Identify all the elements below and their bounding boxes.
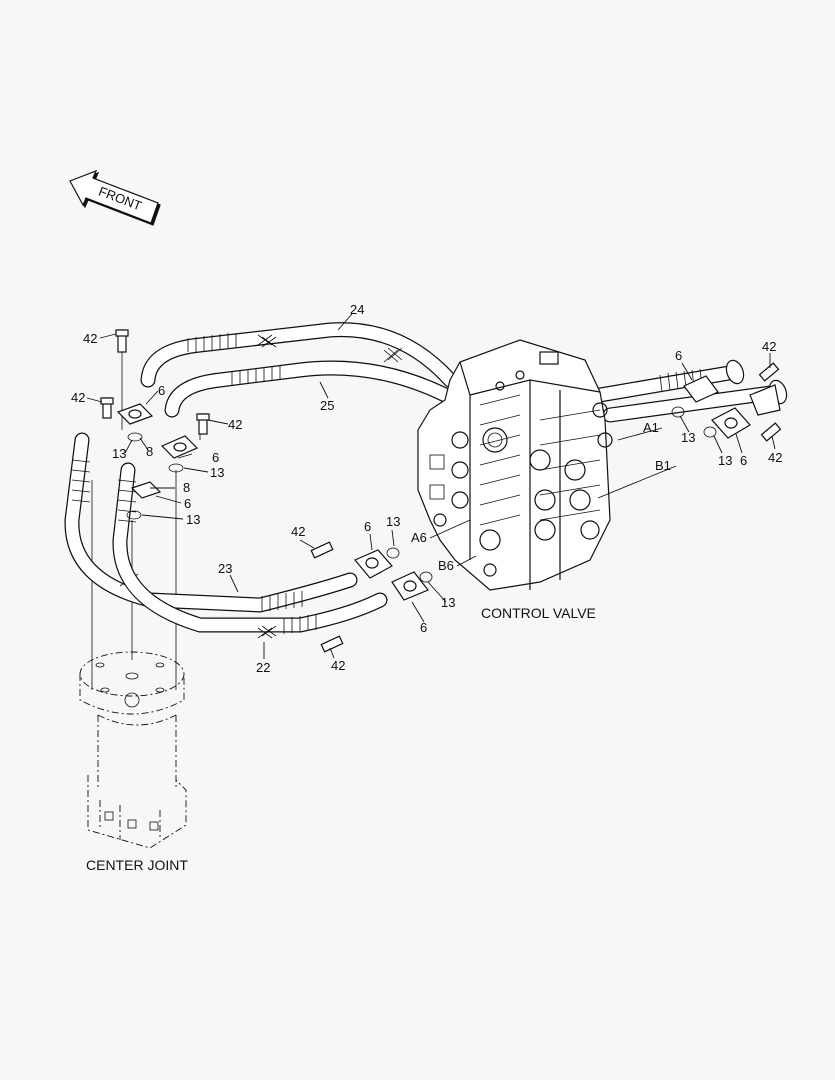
flange-right bbox=[671, 375, 751, 439]
callout-6-e: 6 bbox=[420, 620, 427, 635]
callout-8-a: 8 bbox=[146, 444, 153, 459]
flange-center-lower bbox=[391, 571, 433, 601]
bolt-42-b bbox=[100, 397, 114, 419]
callout-13-e: 13 bbox=[441, 595, 455, 610]
callout-13-a: 13 bbox=[112, 446, 126, 461]
bolt-42-d bbox=[310, 541, 334, 559]
callout-42-a: 42 bbox=[83, 331, 97, 346]
callout-6-a: 6 bbox=[158, 383, 165, 398]
callout-13-f: 13 bbox=[681, 430, 695, 445]
hose-24 bbox=[140, 322, 458, 388]
callout-B6: B6 bbox=[438, 558, 454, 573]
bolt-42-a bbox=[115, 329, 129, 353]
callout-6-d: 6 bbox=[364, 519, 371, 534]
callout-23: 23 bbox=[218, 561, 232, 576]
callout-8-b: 8 bbox=[183, 480, 190, 495]
hose-22 bbox=[112, 462, 388, 639]
bolt-42-f bbox=[758, 362, 780, 382]
callout-42-g: 42 bbox=[768, 450, 782, 465]
callout-6-c: 6 bbox=[184, 496, 191, 511]
callout-42-e: 42 bbox=[331, 658, 345, 673]
callout-42-b: 42 bbox=[71, 390, 85, 405]
callout-25: 25 bbox=[320, 398, 334, 413]
callouts: 24 25 23 22 42 42 42 42 42 42 42 6 6 6 6… bbox=[71, 302, 782, 675]
front-arrow: FRONT bbox=[69, 169, 161, 226]
callout-6-g: 6 bbox=[740, 453, 747, 468]
center-joint bbox=[79, 651, 187, 849]
hose-right-lower bbox=[602, 379, 788, 423]
leader-lines bbox=[86, 313, 776, 659]
callout-A6: A6 bbox=[411, 530, 427, 545]
center-joint-label: CENTER JOINT bbox=[86, 857, 188, 873]
flange-left-low bbox=[126, 481, 162, 520]
control-valve bbox=[417, 339, 613, 591]
callout-6-f: 6 bbox=[675, 348, 682, 363]
callout-22: 22 bbox=[256, 660, 270, 675]
flange-left-upper bbox=[116, 403, 154, 442]
bolt-42-e bbox=[320, 635, 344, 653]
callout-13-c: 13 bbox=[186, 512, 200, 527]
hose-right-upper bbox=[592, 359, 745, 403]
callout-42-c: 42 bbox=[228, 417, 242, 432]
callout-13-g: 13 bbox=[718, 453, 732, 468]
bolt-42-c bbox=[196, 413, 210, 435]
callout-24: 24 bbox=[350, 302, 364, 317]
hose-25 bbox=[164, 347, 463, 418]
callout-6-b: 6 bbox=[212, 450, 219, 465]
callout-B1: B1 bbox=[655, 458, 671, 473]
callout-13-b: 13 bbox=[210, 465, 224, 480]
flange-center-upper bbox=[354, 547, 400, 579]
control-valve-label: CONTROL VALVE bbox=[481, 605, 596, 621]
callout-13-d: 13 bbox=[386, 514, 400, 529]
callout-42-d: 42 bbox=[291, 524, 305, 539]
callout-42-f: 42 bbox=[762, 339, 776, 354]
callout-A1: A1 bbox=[643, 420, 659, 435]
bolt-42-g bbox=[760, 422, 782, 442]
flange-left-mid bbox=[160, 435, 199, 473]
